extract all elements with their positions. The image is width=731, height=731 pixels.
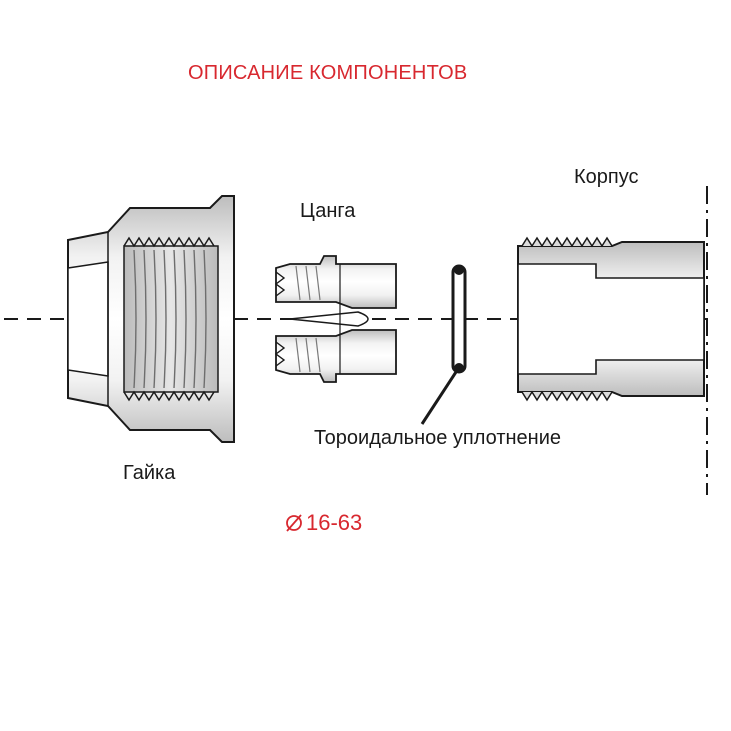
o-ring-part — [451, 264, 467, 374]
label-collet: Цанга — [300, 200, 356, 222]
label-nut: Гайка — [123, 462, 176, 484]
nut-part — [67, 195, 235, 443]
diameter-range-value: 16-63 — [306, 510, 363, 535]
page-title: ОПИСАНИЕ КОМПОНЕНТОВ — [188, 62, 468, 84]
o-ring-leader-line — [420, 371, 458, 425]
diameter-range: 16-63 — [284, 510, 362, 536]
label-body: Корпус — [574, 166, 639, 188]
label-o-ring: Тороидальное уплотнение — [314, 427, 562, 449]
diameter-symbol-icon — [286, 514, 302, 532]
body-part — [517, 236, 705, 402]
collet-part — [274, 255, 397, 383]
